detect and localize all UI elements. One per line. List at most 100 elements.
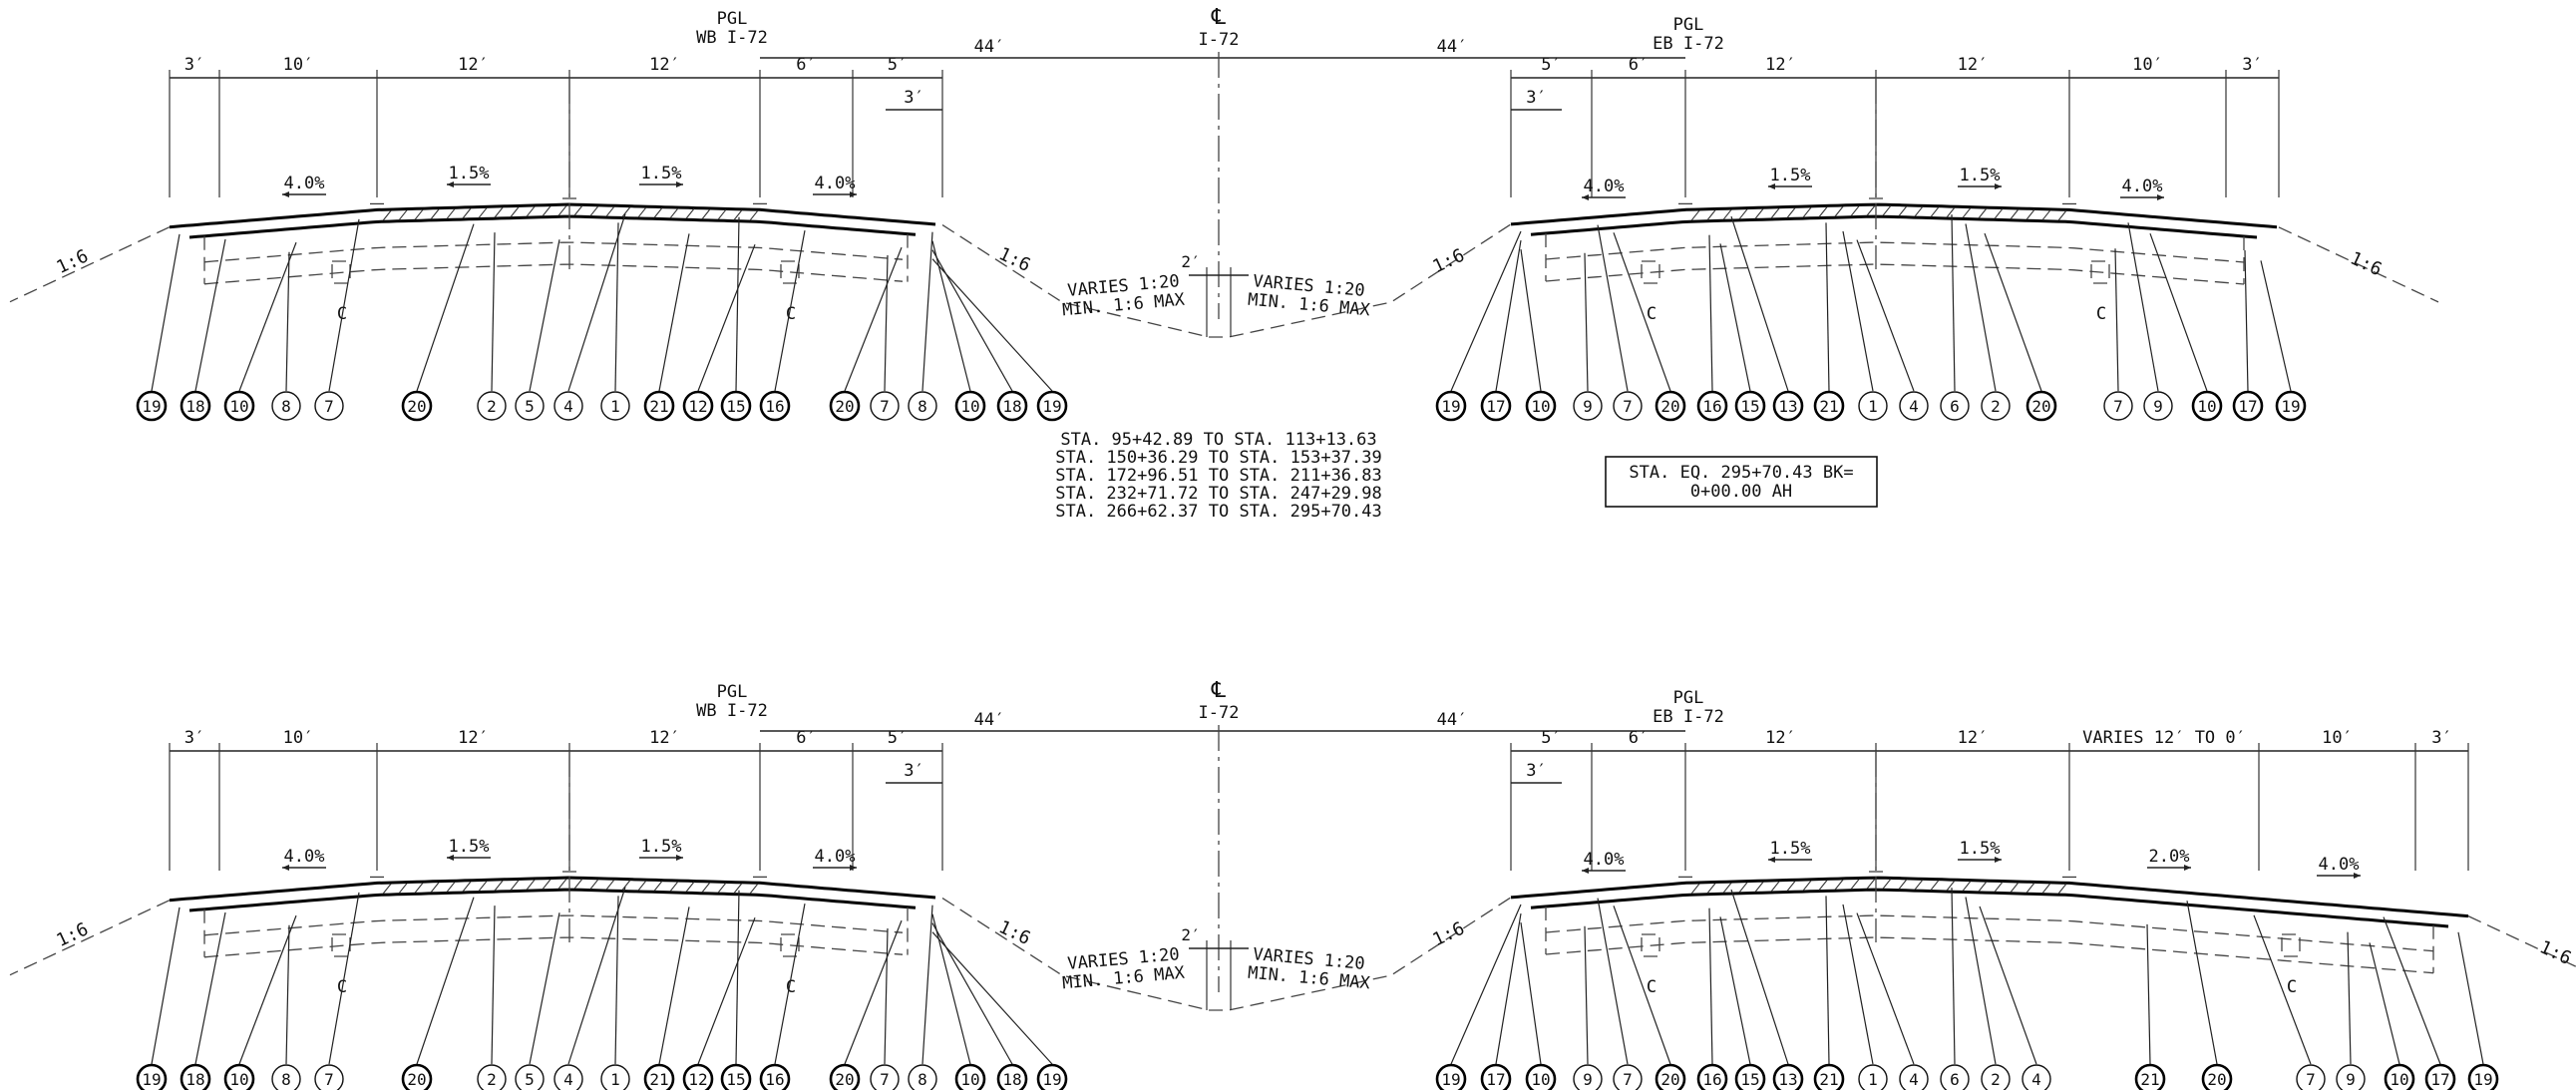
callout-bubble <box>2191 390 2223 422</box>
callout-number: 7 <box>880 397 890 416</box>
arrowhead <box>1995 183 2002 189</box>
pavement-hatch <box>1706 209 1716 221</box>
pavement-hatch <box>573 878 583 890</box>
arrowhead <box>2354 873 2361 879</box>
callout-leader <box>1730 215 1789 392</box>
arrowhead <box>1582 194 1589 200</box>
arrowhead <box>850 191 857 197</box>
callout-number: 1 <box>1868 397 1878 416</box>
dimension-label: 3′ <box>184 728 204 748</box>
callout-number: 19 <box>1042 1070 1061 1089</box>
callout-number: 15 <box>1740 397 1759 416</box>
dimension-label: 6′ <box>796 55 816 75</box>
callout-leader <box>2253 914 2312 1065</box>
callout-number: 6 <box>1950 1070 1960 1089</box>
callout-bubble <box>1655 1063 1686 1090</box>
subbase-line <box>203 241 904 263</box>
dimension-label: 12′ <box>1958 728 1989 748</box>
callout-bubble <box>1696 390 1728 422</box>
callout-number: 16 <box>765 397 784 416</box>
callout-number: 9 <box>1583 1070 1593 1089</box>
slope-label: 1.5% <box>1960 166 2001 185</box>
callout-bubble <box>2275 390 2307 422</box>
dimension-label: 3′ <box>904 88 923 108</box>
pavement-hatch <box>605 879 615 891</box>
slope-label: 4.0% <box>284 847 325 867</box>
pavement-hatch <box>478 207 488 218</box>
callout-number: 4 <box>1909 1070 1919 1089</box>
callout-leader <box>1825 896 1830 1065</box>
pavement-hatch <box>1786 881 1796 892</box>
arrowhead <box>447 855 454 861</box>
callout-number: 20 <box>835 1070 854 1089</box>
pavement-hatch <box>1962 881 1972 892</box>
callout-bubble <box>954 1063 986 1090</box>
pavement-hatch <box>653 881 663 892</box>
underdrain <box>780 260 800 284</box>
callout-bubble <box>2143 391 2173 421</box>
pgl-label: PGL <box>1673 688 1704 708</box>
callout-leader <box>328 892 360 1065</box>
pavement-hatch <box>1914 205 1924 217</box>
callout-bubble <box>1858 391 1888 421</box>
callout-leader <box>1613 906 1671 1065</box>
callout-number: 9 <box>1583 397 1593 416</box>
station-range: STA. 266+62.37 TO STA. 295+70.43 <box>1055 502 1382 522</box>
pavement-hatch <box>1738 208 1748 220</box>
callout-leader <box>1856 912 1915 1065</box>
pavement-hatch <box>1754 208 1764 219</box>
callout-leader <box>328 218 360 392</box>
callout-number: 8 <box>281 1070 291 1089</box>
underdrain <box>2281 933 2301 957</box>
slope-label: 1.5% <box>1960 839 2001 859</box>
pavement-hatch <box>430 882 440 894</box>
pavement-hatch <box>1914 879 1924 891</box>
underdrain-label: C <box>1647 304 1656 324</box>
slope-label: 1.5% <box>449 837 490 857</box>
callout-leader <box>844 919 903 1065</box>
dimension-label: 10′ <box>283 55 314 75</box>
callout-leader <box>844 246 903 392</box>
callout-number: 16 <box>1702 1070 1721 1089</box>
callout-bubble <box>1858 1064 1888 1090</box>
callout-number: 10 <box>1531 397 1550 416</box>
pavement-hatch <box>1930 880 1940 891</box>
dimension-label: 3′ <box>1526 88 1546 108</box>
callout-number: 4 <box>563 1070 573 1089</box>
pavement-hatch <box>1994 881 2004 893</box>
callout-leader <box>774 229 806 392</box>
pavement-hatch <box>749 883 759 895</box>
median-width-label: 2′ <box>1181 252 1200 271</box>
callout-number: 15 <box>726 1070 745 1089</box>
callout-number: 20 <box>407 1070 426 1089</box>
callout-bubble <box>515 391 545 421</box>
callout-leader <box>1584 252 1589 392</box>
foreslope <box>2278 226 2439 303</box>
pavement-hatch <box>2057 209 2067 221</box>
callout-leader <box>884 254 889 392</box>
callout-leader <box>774 903 806 1065</box>
callout-bubble <box>2025 390 2057 422</box>
callout-leader <box>285 924 290 1065</box>
callout-bubble <box>720 390 752 422</box>
pgl-label: PGL <box>717 682 748 702</box>
callout-number: 1 <box>610 397 620 416</box>
callout-bubble <box>2201 1063 2233 1090</box>
callout-bubble <box>682 390 714 422</box>
slope-label: 4.0% <box>1584 177 1625 196</box>
dimension-label: 12′ <box>458 55 489 75</box>
callout-bubble <box>720 1063 752 1090</box>
callout-number: 2 <box>1991 397 2001 416</box>
callout-number: 19 <box>142 397 161 416</box>
callout-number: 20 <box>2031 397 2050 416</box>
arrowhead <box>1995 857 2002 863</box>
slope-label: 1.5% <box>641 164 682 183</box>
callout-leader <box>658 233 690 392</box>
pavement-hatch <box>2025 882 2035 894</box>
pavement-hatch <box>589 205 599 216</box>
pavement-hatch <box>1786 207 1796 218</box>
dimension-label: 12′ <box>1765 728 1796 748</box>
dimension-label: 10′ <box>283 728 314 748</box>
callout-bubble <box>682 1063 714 1090</box>
callout-leader <box>1719 916 1751 1065</box>
